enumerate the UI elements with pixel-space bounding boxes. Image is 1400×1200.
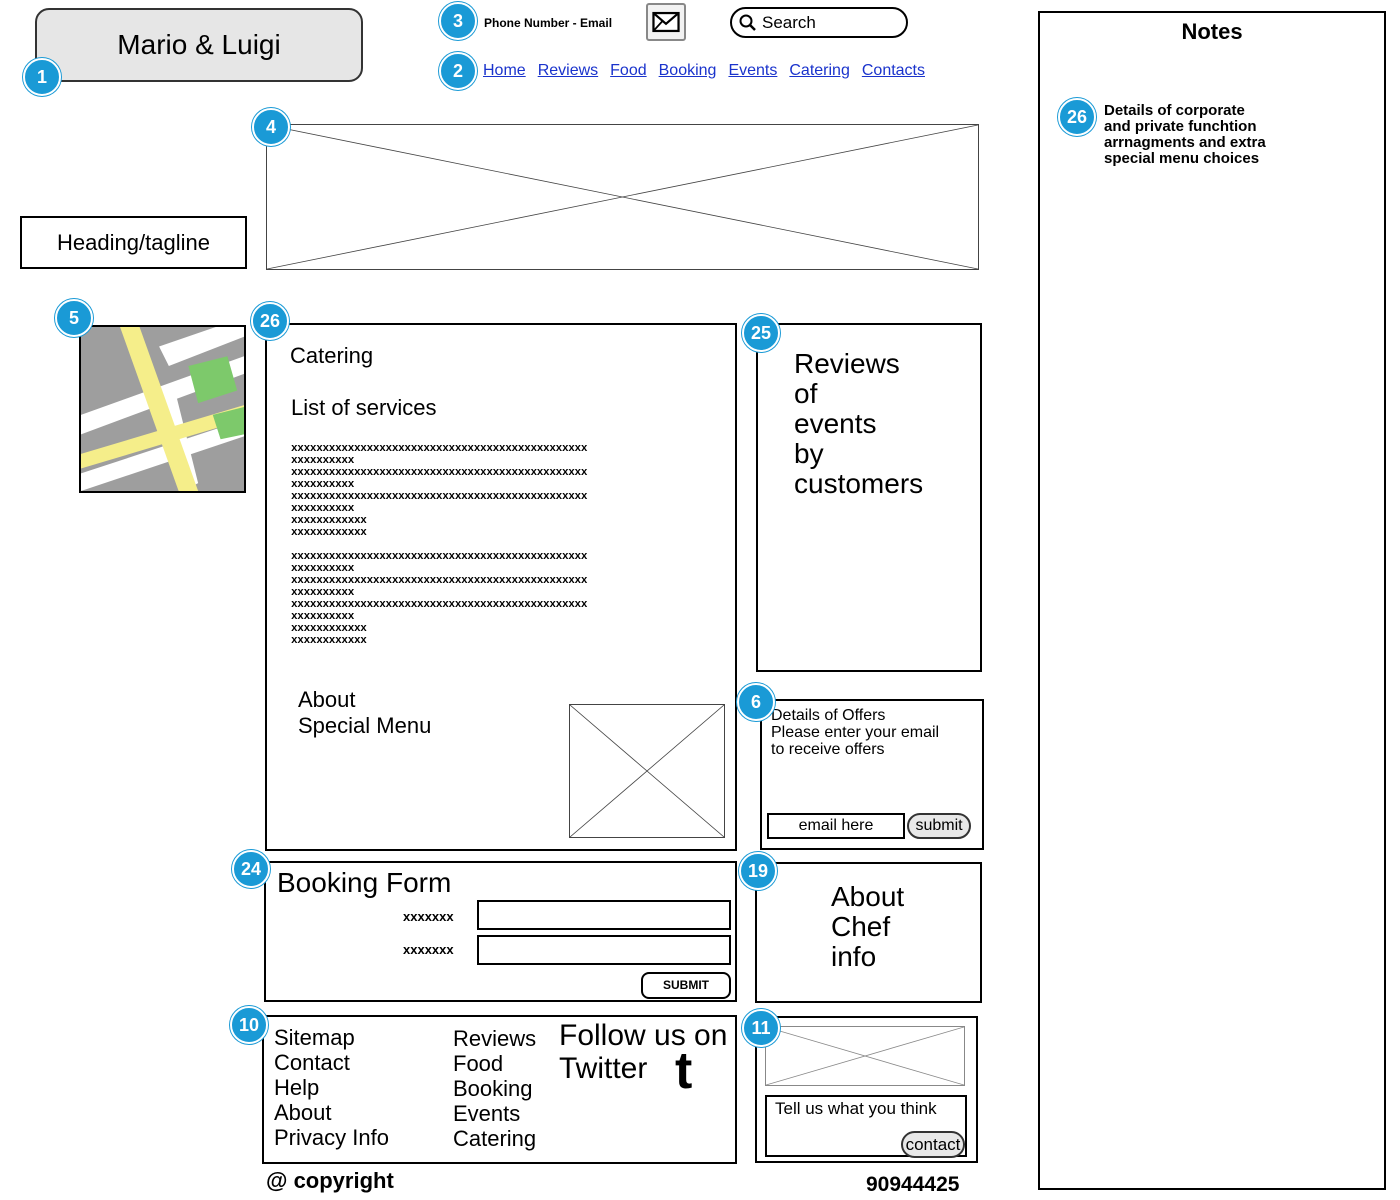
marker-banner: 4 — [252, 108, 290, 146]
booking-field2-input[interactable] — [477, 935, 731, 965]
search-icon — [739, 14, 756, 31]
booking-panel: Booking Form xxxxxxx xxxxxxx SUBMIT — [264, 861, 737, 1002]
booking-submit-button[interactable]: SUBMIT — [641, 972, 731, 999]
footer-link-contact[interactable]: Contact — [274, 1050, 350, 1075]
marker-contact-widget: 11 — [742, 1009, 780, 1047]
footer-panel: Sitemap Contact Help About Privacy Info … — [262, 1015, 737, 1164]
notes-title: Notes — [1181, 19, 1243, 44]
search-placeholder: Search — [762, 12, 816, 32]
map-widget[interactable] — [79, 325, 246, 493]
footer-link-help[interactable]: Help — [274, 1075, 320, 1100]
follow-twitter-text[interactable]: Follow us on Twitter — [559, 1019, 727, 1085]
offers-email-placeholder: email here — [798, 817, 874, 834]
contact-button[interactable]: contact — [901, 1131, 965, 1158]
booking-field1-input[interactable] — [477, 900, 731, 930]
twitter-icon[interactable]: t — [675, 1042, 693, 1100]
marker-map: 5 — [55, 299, 93, 337]
marker-contact: 3 — [439, 2, 477, 40]
chef-line-2: Chef — [831, 911, 891, 942]
copyright-text: @ copyright — [266, 1168, 394, 1193]
footer-link-privacy[interactable]: Privacy Info — [274, 1125, 389, 1150]
offers-line-2: Please enter your email — [771, 724, 940, 741]
brand-name: Mario & Luigi — [117, 29, 281, 60]
about-special-menu-line1: About — [298, 687, 356, 712]
logo-box[interactable]: Mario & Luigi — [35, 8, 363, 82]
nav-contacts[interactable]: Contacts — [861, 62, 925, 79]
notes-panel: Notes 26 Details of corporate and privat… — [1038, 11, 1386, 1190]
nav-events[interactable]: Events — [728, 62, 778, 79]
catering-services-text-2: xxxxxxxxxxxxxxxxxxxxxxxxxxxxxxxxxxxxxxxx… — [291, 551, 588, 647]
special-menu-image — [569, 704, 725, 838]
nav-food[interactable]: Food — [610, 62, 647, 79]
reviews-line-2: of — [794, 378, 818, 409]
offers-submit-label: submit — [915, 817, 963, 834]
marker-offers: 6 — [737, 683, 775, 721]
reviews-text: Reviews of events by customers — [794, 349, 923, 499]
envelope-icon — [652, 11, 680, 33]
footer-number: 90944425 — [866, 1173, 960, 1196]
reviews-line-3: events — [794, 408, 877, 439]
contact-button-label: contact — [905, 1135, 961, 1154]
booking-field1-label: xxxxxxx — [403, 909, 454, 924]
search-input[interactable]: Search — [730, 7, 908, 38]
marker-footer: 10 — [230, 1006, 268, 1044]
chef-panel: About Chef info — [755, 862, 982, 1003]
offers-text: Details of Offers Please enter your emai… — [771, 707, 939, 758]
feedback-prompt: Tell us what you think — [775, 1099, 937, 1118]
footer-link-sitemap[interactable]: Sitemap — [274, 1025, 355, 1050]
banner-image — [266, 124, 979, 270]
contact-text: Phone Number - Email — [484, 16, 613, 30]
booking-submit-label: SUBMIT — [663, 978, 709, 992]
catering-subtitle: List of services — [291, 395, 437, 420]
offers-line-1: Details of Offers — [771, 707, 886, 724]
chef-line-1: About — [831, 881, 905, 912]
footer-link-food[interactable]: Food — [453, 1051, 504, 1076]
nav-catering[interactable]: Catering — [789, 62, 850, 79]
catering-panel: Catering List of services xxxxxxxxxxxxxx… — [265, 323, 737, 851]
marker-nav: 2 — [439, 52, 477, 90]
offers-panel: Details of Offers Please enter your emai… — [760, 699, 984, 850]
footer-col-2: Reviews Food Booking Events Catering — [453, 1026, 536, 1151]
booking-title: Booking Form — [277, 867, 452, 898]
nav-home[interactable]: Home — [483, 62, 526, 79]
tagline-box: Heading/tagline — [20, 216, 247, 269]
about-special-menu-line2: Special Menu — [298, 713, 432, 738]
footer-link-booking[interactable]: Booking — [453, 1076, 533, 1101]
reviews-line-5: customers — [794, 468, 924, 499]
offers-email-input[interactable]: email here — [767, 813, 905, 839]
chef-line-3: info — [831, 941, 877, 972]
footer-link-about[interactable]: About — [274, 1100, 332, 1125]
chef-text: About Chef info — [831, 882, 904, 972]
footer-link-events[interactable]: Events — [453, 1101, 521, 1126]
marker-notes-item: 26 — [1058, 98, 1096, 136]
footer-link-reviews[interactable]: Reviews — [453, 1026, 537, 1051]
nav-reviews[interactable]: Reviews — [537, 62, 599, 79]
email-button[interactable] — [646, 3, 686, 41]
booking-field2-label: xxxxxxx — [403, 942, 454, 957]
marker-booking: 24 — [232, 850, 270, 888]
contact-widget-image — [765, 1026, 965, 1086]
marker-chef: 19 — [739, 852, 777, 890]
marker-reviews: 25 — [742, 314, 780, 352]
offers-line-3: to receive offers — [771, 741, 885, 758]
catering-title: Catering — [290, 343, 374, 368]
marker-logo: 1 — [23, 58, 61, 96]
reviews-line-1: Reviews — [794, 348, 900, 379]
marker-catering: 26 — [251, 302, 289, 340]
catering-services-text-1: xxxxxxxxxxxxxxxxxxxxxxxxxxxxxxxxxxxxxxxx… — [291, 443, 588, 539]
offers-submit-button[interactable]: submit — [907, 813, 971, 839]
reviews-panel: Reviews of events by customers — [756, 323, 982, 672]
follow-line-1: Follow us on — [559, 1019, 728, 1052]
footer-col-1: Sitemap Contact Help About Privacy Info — [274, 1025, 389, 1150]
footer-link-catering[interactable]: Catering — [453, 1126, 537, 1151]
main-nav: Home Reviews Food Booking Events Catering Cont… — [483, 62, 937, 80]
reviews-line-4: by — [794, 438, 824, 469]
follow-line-2: Twitter — [559, 1052, 648, 1085]
contact-widget: Tell us what you think contact — [755, 1016, 978, 1163]
notes-item-text: Details of corporate and private funchti… — [1104, 102, 1266, 167]
map-icon — [81, 327, 244, 491]
nav-booking[interactable]: Booking — [658, 62, 717, 79]
tagline-text: Heading/tagline — [57, 229, 210, 255]
